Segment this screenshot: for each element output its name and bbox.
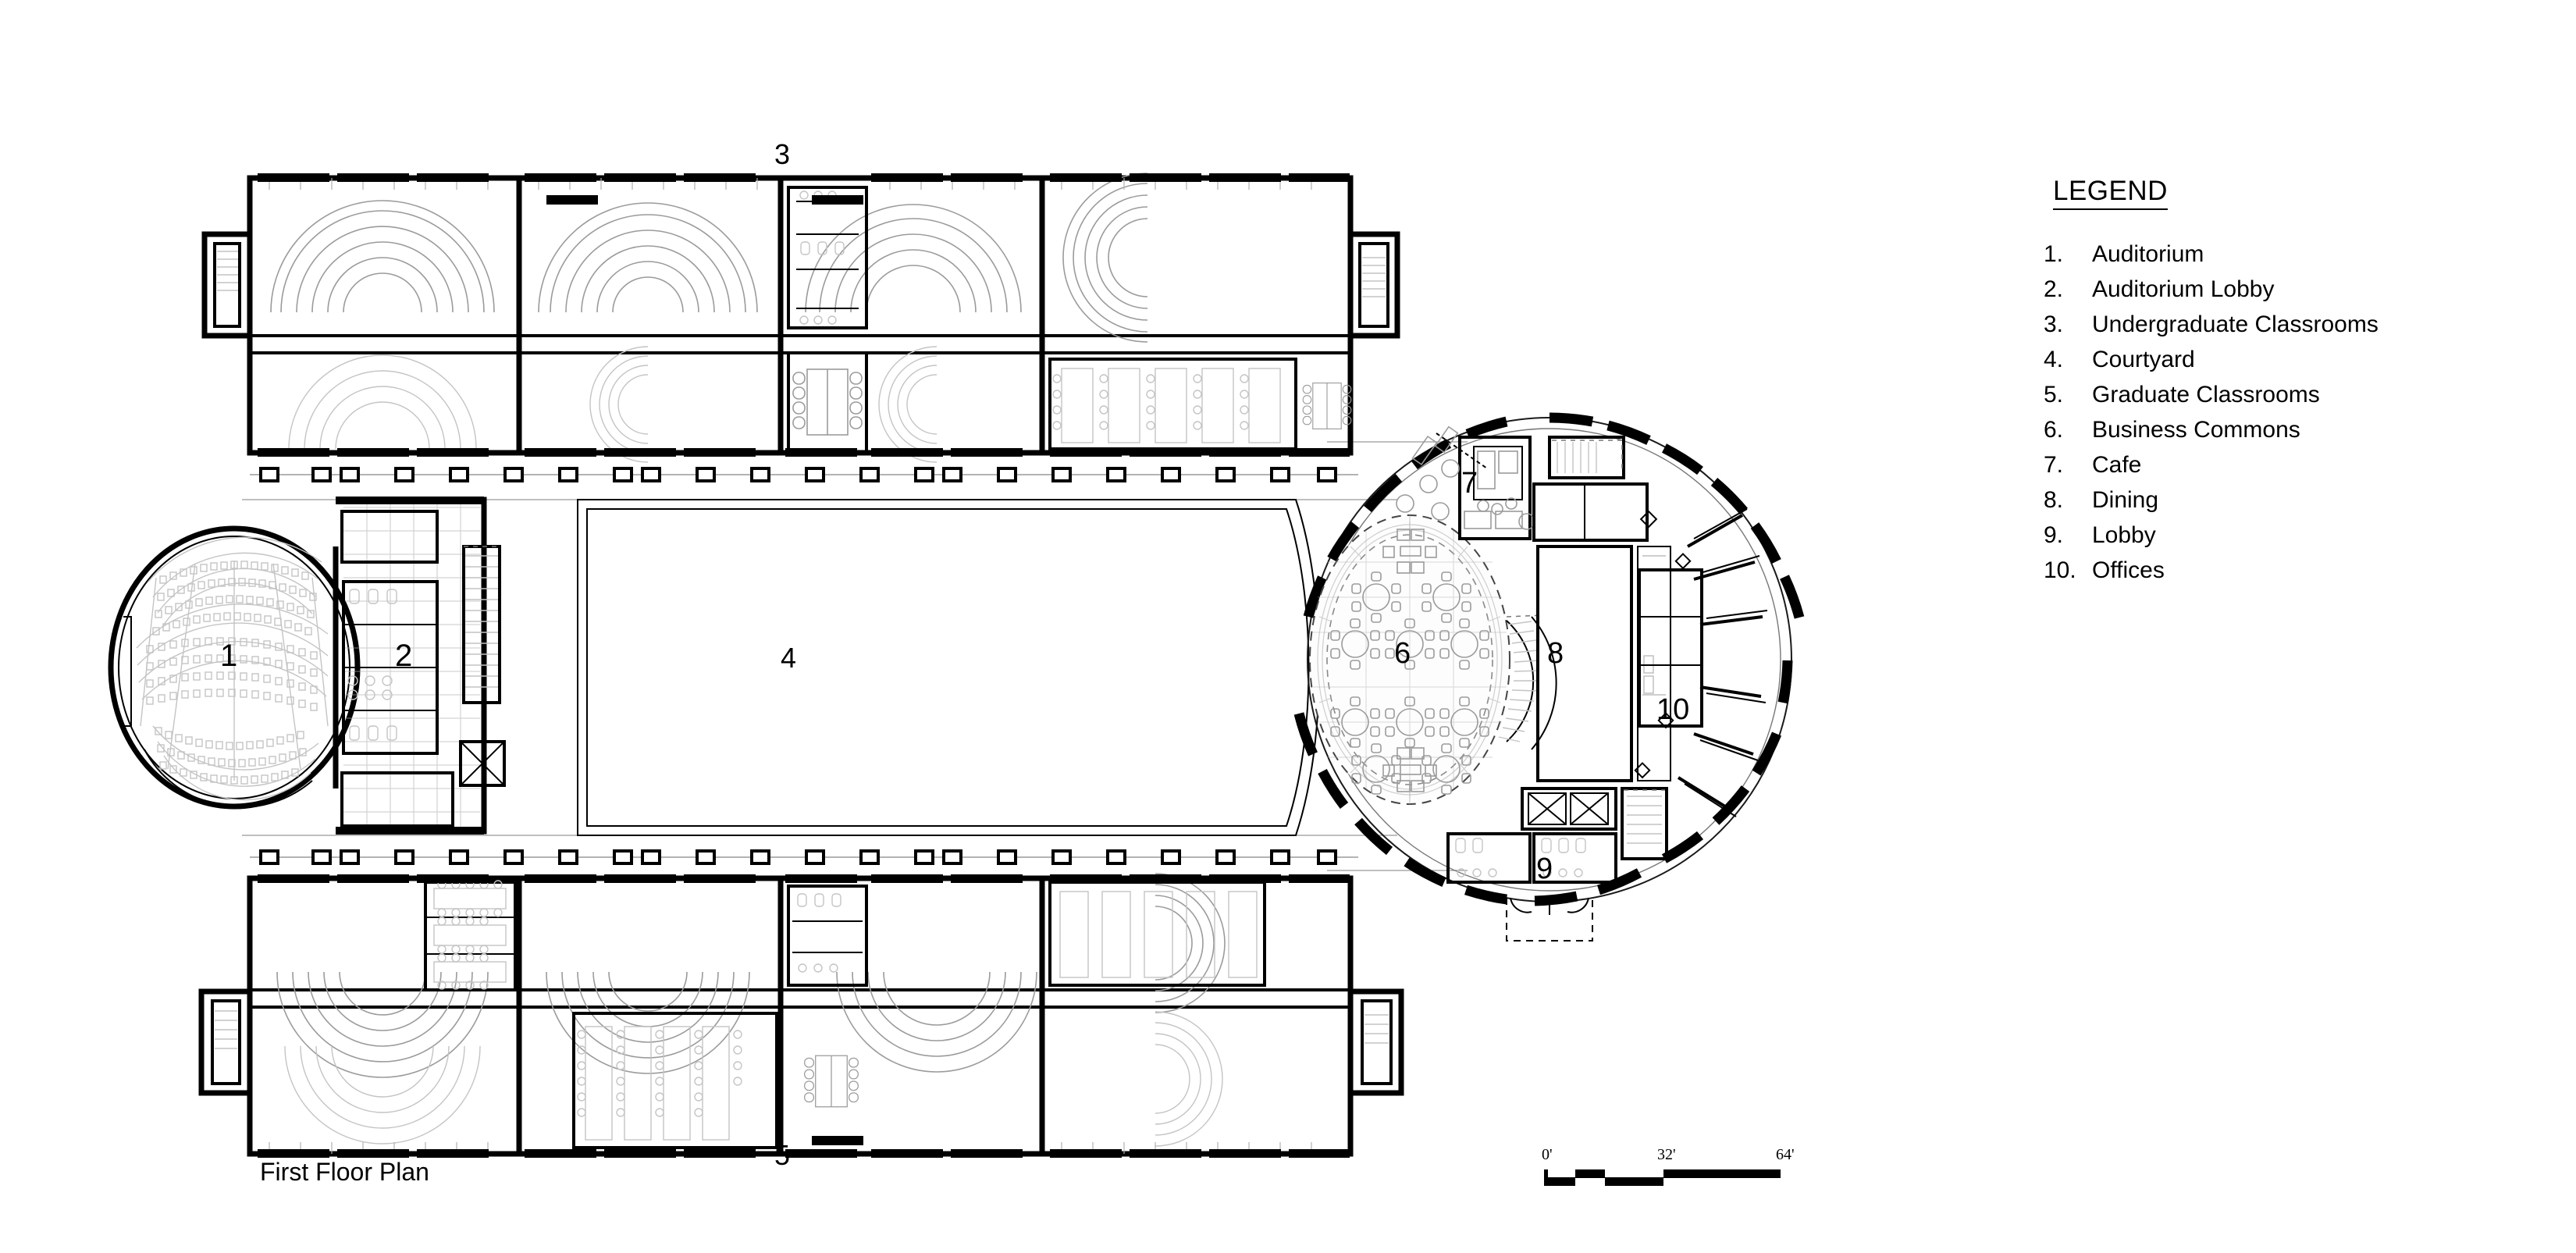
scale-tick-32: 32' [1657, 1146, 1676, 1163]
legend-label: Business Commons [2092, 417, 2300, 443]
room-label-9: 9 [1536, 853, 1553, 885]
dining-hall [1532, 436, 1671, 782]
flat-classroom-north [1048, 358, 1352, 450]
legend-item-10: 10. Offices [2044, 553, 2512, 588]
legend-number: 2. [2044, 276, 2064, 302]
legend-number: 5. [2044, 382, 2064, 408]
legend-number: 3. [2044, 311, 2064, 337]
room-label-4: 4 [781, 642, 797, 674]
room-label-10: 10 [1656, 693, 1690, 726]
elevator [459, 740, 506, 787]
legend-item-8: 8. Dining [2044, 482, 2512, 518]
legend: LEGEND 1. Auditorium 2. Auditorium Lobby… [2044, 176, 2512, 588]
legend-number: 9. [2044, 522, 2064, 548]
legend-number: 1. [2044, 241, 2064, 267]
page-title: First Floor Plan [260, 1158, 429, 1186]
legend-label: Dining [2092, 487, 2159, 513]
legend-title: LEGEND [2053, 176, 2168, 210]
room-label-7: 7 [1461, 467, 1478, 500]
service-core-bottom [1446, 787, 1668, 884]
room-label-2: 2 [395, 639, 413, 673]
window-bands [258, 173, 1350, 1158]
room-label-1: 1 [220, 639, 238, 673]
lecture-seating-arcs [270, 173, 1148, 343]
courtyard [250, 467, 1358, 865]
flat-classroom-south [572, 1012, 778, 1149]
legend-label: Courtyard [2092, 347, 2195, 372]
legend-list: 1. Auditorium 2. Auditorium Lobby 3. Und… [2044, 237, 2512, 588]
scale-tick-64: 64' [1776, 1146, 1795, 1163]
scale-bar-graphic [1544, 1169, 1781, 1186]
offices [1634, 508, 1768, 817]
entry-canopy [1506, 897, 1593, 942]
connector-lines [242, 441, 1468, 871]
legend-number: 6. [2044, 417, 2064, 443]
legend-item-1: 1. Auditorium [2044, 237, 2512, 272]
legend-item-6: 6. Business Commons [2044, 412, 2512, 447]
circular-commons-building [1293, 412, 1805, 942]
lower-classroom-arcs-north [288, 346, 938, 463]
legend-item-5: 5. Graduate Classrooms [2044, 377, 2512, 412]
grand-stair [1498, 614, 1557, 750]
legend-label: Lobby [2092, 522, 2156, 548]
legend-number: 7. [2044, 452, 2064, 478]
seminar-rooms-north [787, 351, 868, 454]
legend-label: Offices [2092, 557, 2165, 583]
auditorium-lobby [336, 497, 506, 835]
legend-number: 10. [2044, 557, 2076, 583]
scale-tick-0: 0' [1542, 1146, 1553, 1163]
auditorium-seating [136, 536, 329, 801]
legend-item-2: 2. Auditorium Lobby [2044, 272, 2512, 307]
restroom-core-south [787, 885, 868, 987]
legend-label: Undergraduate Classrooms [2092, 311, 2379, 337]
south-classroom-wing [198, 873, 1404, 1157]
legend-label: Graduate Classrooms [2092, 382, 2320, 408]
legend-item-7: 7. Cafe [2044, 447, 2512, 482]
legend-number: 4. [2044, 347, 2064, 372]
room-label-8: 8 [1547, 637, 1564, 670]
room-label-6: 6 [1394, 637, 1411, 670]
legend-number: 8. [2044, 487, 2064, 513]
legend-item-4: 4. Courtyard [2044, 342, 2512, 377]
legend-label: Cafe [2092, 452, 2142, 478]
legend-label: Auditorium [2092, 241, 2204, 267]
lecture-seating-arcs-south [276, 873, 1226, 1078]
legend-label: Auditorium Lobby [2092, 276, 2275, 302]
scale-bar: 0' 32' 64' [1542, 1146, 1807, 1193]
restroom-core-north [787, 186, 868, 329]
cafe [1396, 425, 1535, 540]
auditorium [108, 525, 361, 810]
legend-item-3: 3. Undergraduate Classrooms [2044, 307, 2512, 342]
north-classroom-wing [201, 173, 1400, 463]
business-commons-atrium [1309, 514, 1510, 805]
lower-classroom-arcs-south [284, 1011, 1223, 1147]
lobby-stair [462, 545, 501, 704]
seminar-rooms-south [424, 880, 517, 991]
flat-classroom-south-right [1048, 881, 1266, 987]
room-label-5: 5 [774, 1139, 791, 1171]
legend-item-9: 9. Lobby [2044, 518, 2512, 553]
room-label-3: 3 [774, 138, 791, 170]
lobby-restrooms [342, 580, 439, 755]
